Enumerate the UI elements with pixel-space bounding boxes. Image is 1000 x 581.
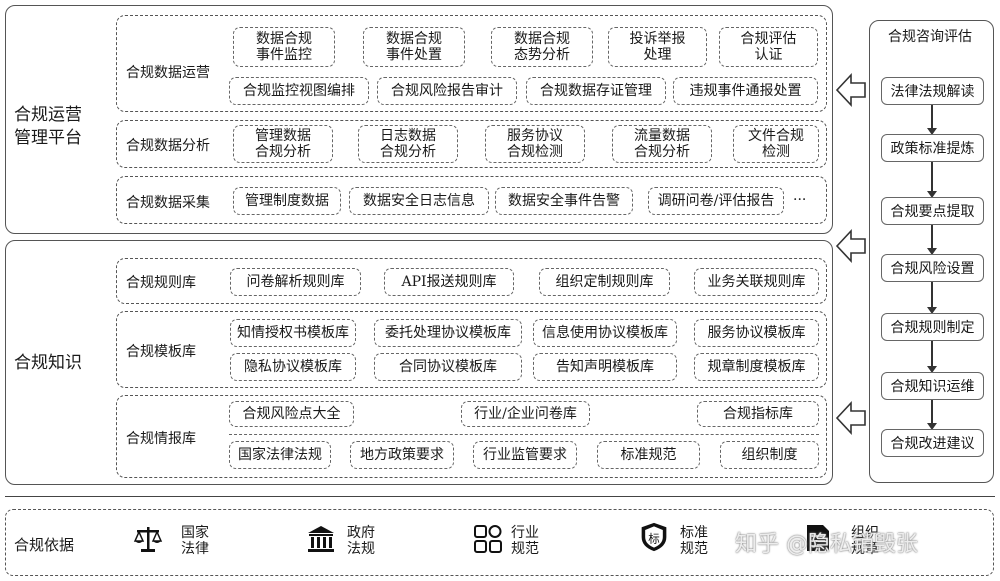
intel-item-5: 行业监管要求 bbox=[473, 441, 577, 469]
platform-title: 合规运营 管理平台 bbox=[14, 105, 82, 148]
intel-item-3: 国家法律法规 bbox=[229, 441, 331, 469]
consult-step-0: 法律法规解读 bbox=[881, 77, 984, 105]
intel-label: 合规情报库 bbox=[126, 431, 196, 447]
collect-item-1: 数据安全日志信息 bbox=[349, 187, 489, 215]
analysis-section bbox=[116, 120, 827, 168]
step-arrow-4 bbox=[927, 341, 937, 373]
ops-label: 合规数据运营 bbox=[126, 65, 210, 81]
step-arrow-1 bbox=[927, 162, 937, 198]
collect-section bbox=[116, 176, 827, 224]
rules-item-3: 业务关联规则库 bbox=[694, 268, 819, 296]
document-icon bbox=[807, 525, 829, 551]
intel-item-7: 组织制度 bbox=[720, 441, 819, 469]
templates-item-0: 知情授权书模板库 bbox=[230, 319, 356, 347]
templates-label: 合规模板库 bbox=[126, 344, 196, 360]
rules-label: 合规规则库 bbox=[126, 275, 196, 291]
step-arrow-0 bbox=[927, 105, 937, 135]
ops-item-0: 数据合规 事件监控 bbox=[233, 27, 335, 67]
ops-item-2: 数据合规 态势分析 bbox=[491, 27, 593, 67]
intel-item-1: 行业/企业问卷库 bbox=[461, 401, 590, 427]
ops-item-3: 投诉举报 处理 bbox=[608, 27, 707, 67]
consult-step-1: 政策标准提炼 bbox=[881, 134, 984, 162]
step-arrow-2 bbox=[927, 225, 937, 255]
intel-item-4: 地方政策要求 bbox=[350, 441, 454, 469]
consult-step-6: 合规改进建议 bbox=[881, 429, 984, 457]
templates-item-6: 告知声明模板库 bbox=[533, 353, 677, 381]
analysis-item-1: 日志数据 合规分析 bbox=[358, 125, 458, 163]
intel-item-2: 合规指标库 bbox=[697, 401, 819, 427]
scales-icon bbox=[133, 527, 163, 552]
platform-panel bbox=[5, 5, 833, 234]
ops-item-4: 合规评估 认证 bbox=[719, 27, 818, 67]
ops-item-8: 违规事件通报处置 bbox=[673, 77, 818, 105]
basis-separator bbox=[5, 496, 995, 497]
consult-step-5: 合规知识运维 bbox=[881, 372, 984, 400]
consult-panel bbox=[869, 20, 994, 483]
consult-step-4: 合规规则制定 bbox=[881, 313, 984, 341]
rules-section bbox=[116, 258, 827, 304]
intel-divider bbox=[229, 434, 819, 435]
consult-title: 合规咨询评估 bbox=[888, 29, 972, 45]
analysis-item-0: 管理数据 合规分析 bbox=[233, 125, 333, 163]
basis-item-2: 行业 规范 bbox=[511, 525, 539, 557]
analysis-label: 合规数据分析 bbox=[126, 138, 210, 154]
basis-label: 合规依据 bbox=[14, 536, 75, 554]
collect-label: 合规数据采集 bbox=[126, 195, 210, 211]
collect-item-3: 调研问卷/评估报告 bbox=[648, 187, 784, 215]
intel-item-0: 合规风险点大全 bbox=[229, 401, 354, 427]
intel-item-6: 标准规范 bbox=[597, 441, 700, 469]
templates-item-7: 规章制度模板库 bbox=[694, 353, 819, 381]
intel-section bbox=[116, 395, 827, 478]
basis-panel bbox=[5, 509, 994, 576]
basis-item-4: 组织 规章 bbox=[851, 525, 879, 557]
arrow-to-intel-icon bbox=[836, 400, 866, 436]
arrow-to-ops-icon bbox=[836, 72, 866, 108]
templates-item-3: 服务协议模板库 bbox=[694, 319, 819, 347]
ops-item-6: 合规风险报告审计 bbox=[377, 77, 517, 105]
rules-item-1: API报送规则库 bbox=[384, 268, 514, 296]
ops-section bbox=[116, 15, 827, 112]
arrow-to-knowledge-icon bbox=[836, 228, 866, 264]
grid-blocks-icon bbox=[474, 525, 502, 553]
analysis-item-4: 文件合规 检测 bbox=[733, 125, 819, 163]
analysis-item-2: 服务协议 合规检测 bbox=[485, 125, 585, 163]
basis-item-3: 标准 规范 bbox=[680, 525, 708, 557]
consult-step-3: 合规风险设置 bbox=[881, 254, 984, 282]
rules-item-0: 问卷解析规则库 bbox=[230, 268, 361, 296]
collect-item-0: 管理制度数据 bbox=[233, 187, 341, 215]
templates-item-4: 隐私协议模板库 bbox=[230, 353, 356, 381]
shield-icon: 标 bbox=[641, 522, 667, 552]
templates-item-5: 合同协议模板库 bbox=[374, 353, 522, 381]
basis-item-1: 政府 法规 bbox=[347, 525, 375, 557]
ops-item-5: 合规监控视图编排 bbox=[229, 77, 369, 105]
analysis-item-3: 流量数据 合规分析 bbox=[612, 125, 712, 163]
watermark: 知乎 @隐私销毁张 bbox=[735, 532, 918, 557]
templates-item-2: 信息使用协议模板库 bbox=[533, 319, 677, 347]
consult-step-2: 合规要点提取 bbox=[881, 197, 984, 225]
ops-item-7: 合规数据存证管理 bbox=[526, 77, 666, 105]
step-arrow-5 bbox=[927, 400, 937, 430]
rules-item-2: 组织定制规则库 bbox=[539, 268, 670, 296]
collect-more: ··· bbox=[793, 192, 807, 208]
government-building-icon bbox=[308, 526, 334, 552]
svg-text:标: 标 bbox=[648, 531, 659, 545]
ops-item-1: 数据合规 事件处置 bbox=[363, 27, 465, 67]
step-arrow-3 bbox=[927, 282, 937, 314]
templates-section bbox=[116, 311, 827, 388]
collect-item-2: 数据安全事件告警 bbox=[495, 187, 633, 215]
knowledge-panel bbox=[5, 240, 833, 485]
templates-item-1: 委托处理协议模板库 bbox=[374, 319, 522, 347]
knowledge-title: 合规知识 bbox=[14, 353, 82, 373]
basis-item-0: 国家 法律 bbox=[181, 525, 209, 557]
